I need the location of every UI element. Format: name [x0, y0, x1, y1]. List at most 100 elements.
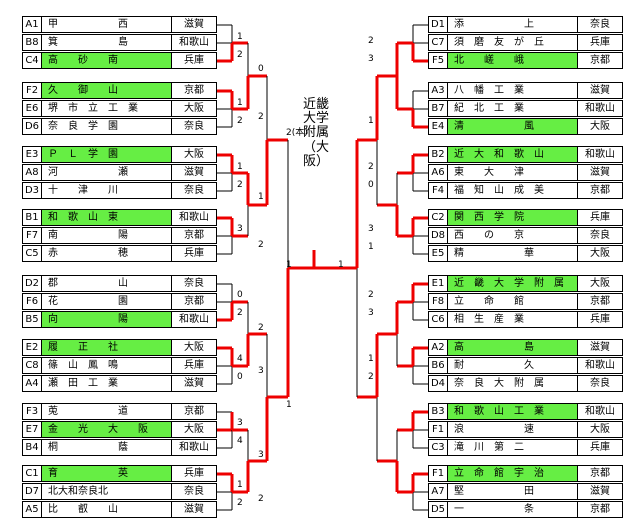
- team-seed: F6: [23, 294, 42, 309]
- score-label: 1: [286, 260, 292, 270]
- team-prefecture: 和歌山: [179, 314, 209, 325]
- score-label: 1: [368, 116, 374, 126]
- team-seed: B4: [23, 440, 42, 455]
- team-name: 高 島: [448, 340, 578, 355]
- score-label: 2: [258, 323, 264, 333]
- score-label: 4: [237, 436, 243, 446]
- team-name: 篠 山 鳳 鳴: [42, 358, 172, 373]
- team-name: 堺 市 立 工 業: [42, 101, 172, 116]
- team-seed: B5: [23, 312, 42, 327]
- team-prefecture: 和歌山: [585, 360, 615, 371]
- team-name: 高 砂 南: [42, 53, 172, 68]
- team-prefecture: 兵庫: [184, 248, 204, 259]
- team-prefecture: 和歌山: [585, 149, 615, 160]
- score-label: 0: [237, 372, 243, 382]
- team-prefecture: 京都: [590, 55, 610, 66]
- team-seed: A1: [23, 17, 42, 32]
- team-prefecture: 兵庫: [184, 55, 204, 66]
- team-name: 一 条: [448, 502, 578, 517]
- team-prefecture: 大阪: [590, 424, 610, 435]
- team-name: 北 嵯 峨: [448, 53, 578, 68]
- team-seed: E3: [23, 147, 42, 162]
- score-label: 2(本): [286, 128, 308, 138]
- team-seed: A6: [429, 165, 448, 180]
- team-prefecture: 京都: [184, 230, 204, 241]
- score-label: 2: [258, 112, 264, 122]
- team-seed: E1: [429, 276, 448, 291]
- team-seed: C7: [429, 35, 448, 50]
- team-name: 奈 良 学 園: [42, 119, 172, 134]
- team-name: 桐 蔭: [42, 440, 172, 455]
- team-name: 花 園: [42, 294, 172, 309]
- team-name: 添 上: [448, 17, 578, 32]
- score-label: 3: [368, 54, 374, 64]
- team-prefecture: 和歌山: [179, 212, 209, 223]
- team-prefecture: 兵庫: [184, 360, 204, 371]
- team-prefecture: 滋賀: [184, 19, 204, 30]
- team-seed: F8: [429, 294, 448, 309]
- team-prefecture: 和歌山: [179, 37, 209, 48]
- team-seed: F2: [23, 83, 42, 98]
- team-seed: C1: [23, 466, 42, 481]
- team-seed: D4: [429, 376, 448, 391]
- team-prefecture: 大阪: [184, 103, 204, 114]
- team-prefecture: 京都: [590, 296, 610, 307]
- team-name: 須 磨 友 が 丘: [448, 35, 578, 50]
- score-label: 3: [258, 366, 264, 376]
- team-prefecture: 大阪: [184, 342, 204, 353]
- team-prefecture: 兵庫: [590, 442, 610, 453]
- team-seed: A4: [23, 376, 42, 391]
- team-prefecture: 滋賀: [590, 486, 610, 497]
- team-seed: F1: [429, 466, 448, 481]
- team-seed: D7: [23, 484, 42, 499]
- team-seed: D6: [23, 119, 42, 134]
- team-prefecture: 大阪: [590, 278, 610, 289]
- team-seed: B8: [23, 35, 42, 50]
- team-name: 関 西 学 院: [448, 210, 578, 225]
- score-label: 2: [368, 36, 374, 46]
- score-label: 1: [286, 400, 292, 410]
- team-prefecture: 奈良: [590, 230, 610, 241]
- team-name: 立 命 館: [448, 294, 578, 309]
- team-name: 立 命 館 宇 治: [448, 466, 578, 481]
- team-seed: C5: [23, 246, 42, 261]
- team-prefecture: 奈良: [184, 278, 204, 289]
- team-prefecture: 和歌山: [179, 442, 209, 453]
- score-label: 3: [237, 224, 243, 234]
- team-prefecture: 滋賀: [184, 504, 204, 515]
- team-name: 久 御 山: [42, 83, 172, 98]
- score-label: 1: [237, 480, 243, 490]
- team-seed: A8: [23, 165, 42, 180]
- team-seed: A2: [429, 340, 448, 355]
- score-label: 0: [258, 64, 264, 74]
- score-label: 2: [368, 372, 374, 382]
- champion-label: 近畿大学附属（大阪）: [302, 97, 329, 169]
- team-seed: D1: [429, 17, 448, 32]
- team-seed: D5: [429, 502, 448, 517]
- team-name: 北大和奈良北: [42, 484, 172, 499]
- team-seed: C3: [429, 440, 448, 455]
